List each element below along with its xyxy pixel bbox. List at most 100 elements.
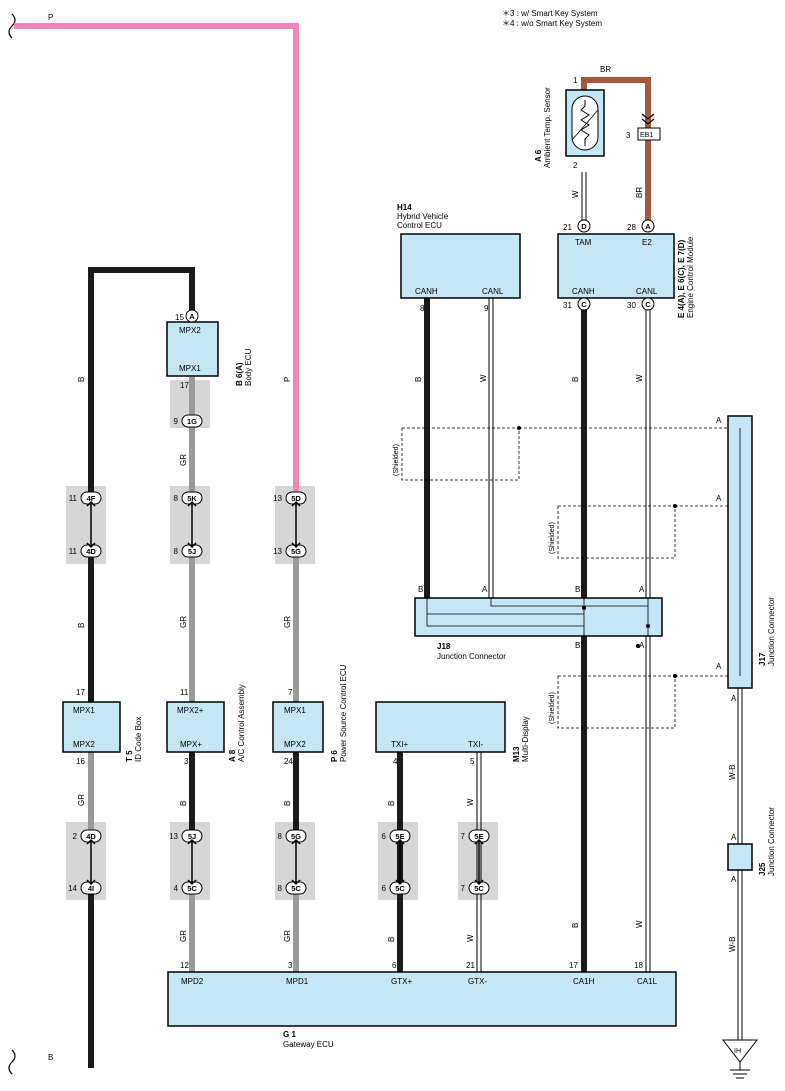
e4-pin-canl: 30	[627, 301, 636, 310]
shield-box-2	[557, 505, 676, 559]
junction-5c-d: 5C 7	[461, 881, 490, 895]
e4-connector-c-canh	[577, 297, 591, 311]
h14-name2: Control ECU	[397, 221, 442, 230]
junction-5c-d-id: 5C	[474, 884, 484, 893]
junction-5c-c: 5C 6	[382, 881, 411, 895]
arrows-4f-4d	[86, 500, 96, 549]
junction-5c-d-pin-number: 7	[461, 884, 466, 893]
g1-mpd2: MPD2	[181, 977, 204, 986]
b6-connector-a-label: A	[189, 312, 195, 321]
e4-ecm-box	[557, 233, 675, 299]
shield-dot-j18	[636, 644, 640, 648]
b6-connector-a	[185, 309, 199, 323]
wire-label-wb-2: W-B	[728, 937, 737, 952]
junction-4d-bottom-pin-number: 2	[73, 832, 78, 841]
junction-4i-pin-number: 14	[68, 884, 77, 893]
ground-triangle-icon	[721, 1039, 759, 1063]
t5-code: T 5	[125, 750, 134, 762]
m13-name: Multi-Display	[521, 716, 530, 762]
b6-mpx2: MPX2	[179, 326, 201, 335]
h14-ecu-box	[400, 233, 521, 299]
e4-connector-c-canl-label: C	[645, 300, 651, 309]
shield-dot-1	[517, 426, 521, 430]
e4-canl: CANL	[636, 287, 658, 296]
a6-pin1: 1	[573, 76, 578, 85]
wire-label-b-1: B	[77, 377, 86, 382]
wire-label-wb-1: W-B	[728, 765, 737, 780]
a8-name: A/C Control Assembly	[237, 684, 246, 762]
j25-a1: A	[731, 833, 737, 842]
junction-5c-c-id: 5C	[395, 884, 405, 893]
arrows-5e-5c-a	[395, 838, 405, 886]
p6-pin-bot: 24	[284, 757, 293, 766]
wire-label-br-top: BR	[600, 65, 611, 74]
m13-code: M13	[512, 746, 521, 762]
j25-name: Junction Connector	[767, 807, 776, 876]
wire-label-gr-3: GR	[283, 616, 292, 628]
wire-label-b-4: B	[283, 801, 292, 806]
junction-5d-pin-number: 13	[273, 494, 282, 503]
junction-5j-top-pin-number: 8	[174, 547, 179, 556]
junction-4d-bottom-id: 4D	[86, 832, 96, 841]
t5-pin-bot: 16	[76, 757, 85, 766]
wire-label-p-top: P	[48, 13, 53, 22]
e4-connector-a	[641, 219, 655, 233]
wire-b-body-ecu	[88, 267, 195, 498]
g1-gtxm: GTX-	[468, 977, 487, 986]
junction-5c-c-pin-number: 6	[382, 884, 387, 893]
junction-4f-pin-number: 11	[69, 494, 78, 503]
wire-label-w-2: W	[466, 934, 475, 942]
wire-label-b-7: B	[414, 377, 423, 382]
b6-pin-top: 15	[175, 313, 184, 322]
g1-pin-gtxp: 6	[392, 961, 397, 970]
h14-name1: Hybrid Vehicle	[397, 212, 449, 221]
g1-pin-gtxm: 21	[466, 961, 475, 970]
junction-5e-a-id: 5E	[395, 832, 404, 841]
t5-pin-top: 17	[76, 688, 85, 697]
wire-pink-p	[14, 23, 299, 498]
arrows-5e-5c-b	[474, 838, 484, 886]
junction-5e-a-pin-number: 6	[382, 832, 387, 841]
arrows-4d-4i	[86, 838, 96, 886]
g1-ca1l: CA1L	[637, 977, 658, 986]
wire-w-gtxm	[476, 752, 482, 972]
wire-label-br-1: BR	[635, 187, 644, 198]
junction-1g-id: 1G	[187, 417, 197, 426]
h14-code: H14	[397, 203, 412, 212]
junction-5e-b-pin-number: 7	[461, 832, 466, 841]
wire-label-b-2: B	[77, 623, 86, 628]
m13-pin-m: 5	[470, 757, 475, 766]
junction-5g-bottom-id: 5G	[291, 832, 301, 841]
t5-idcode-box	[62, 701, 121, 753]
g1-pin-ca1h: 17	[569, 961, 578, 970]
g1-pin-ca1l: 18	[634, 961, 643, 970]
j17-a3: A	[716, 662, 722, 671]
junction-5e-a: 5E 6	[382, 829, 411, 843]
p6-mpx2: MPX2	[284, 740, 306, 749]
a8-pin-bot: 3	[184, 757, 189, 766]
a6-name: Ambient Temp. Sensor	[543, 87, 552, 168]
g1-code: G 1	[283, 1030, 296, 1039]
m13-txip: TXI+	[391, 740, 408, 749]
arrows-5d-5g	[291, 500, 301, 549]
shielded-label-1: (Shielded)	[393, 444, 400, 476]
junction-5c-a-id: 5C	[187, 884, 197, 893]
p6-power-box	[272, 701, 324, 753]
junction-4d-bottom: 4D 2	[73, 829, 102, 843]
note-smart-key: ＊3 : w/ Smart Key System	[502, 9, 598, 18]
t5-mpx1: MPX1	[73, 706, 95, 715]
shield-box-1	[401, 427, 520, 481]
junction-5j-bottom-pin-number: 13	[169, 832, 178, 841]
e4-pin-e2: 28	[627, 223, 636, 232]
wire-label-p-2: P	[283, 377, 292, 382]
j17-code: J17	[758, 652, 767, 666]
p6-mpx1: MPX1	[284, 706, 306, 715]
j18-a1: A	[482, 585, 488, 594]
g1-pin-mpd2: 12	[180, 961, 189, 970]
wire-label-w-6: W	[571, 190, 580, 198]
wire-label-b-9: B	[571, 923, 580, 928]
e4-e2: E2	[642, 238, 652, 247]
ground-symbol-icon	[730, 1062, 750, 1079]
